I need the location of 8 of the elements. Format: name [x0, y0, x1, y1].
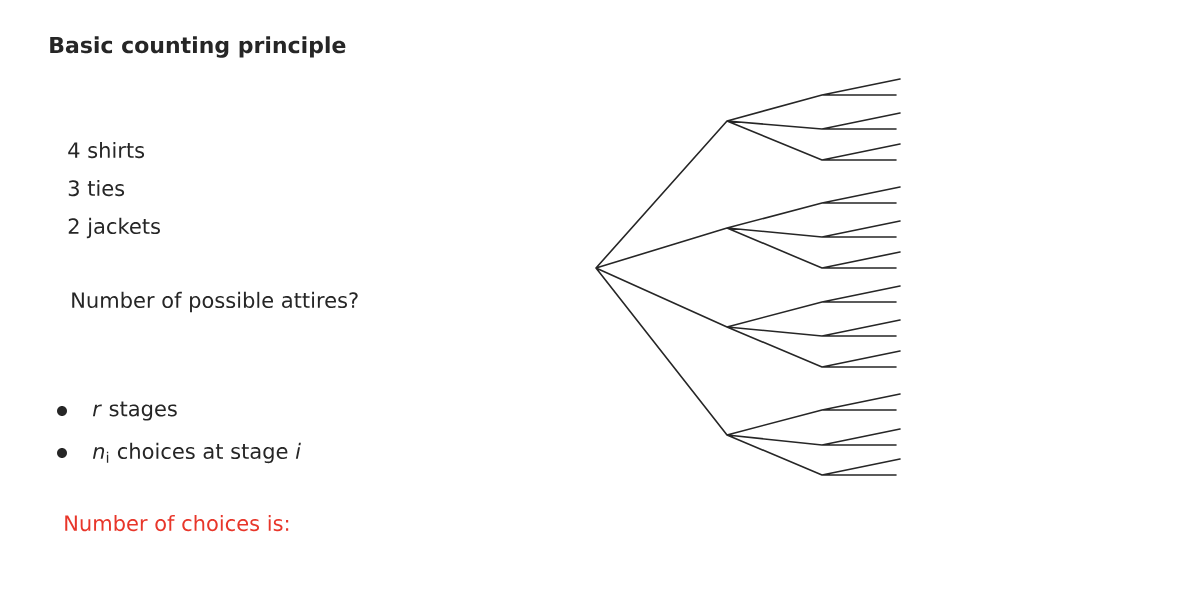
text-line: 2 jackets — [68, 217, 160, 239]
text-line: Number of possible attires? — [72, 291, 358, 313]
bullet-text: n$_{i}$ choices at stage i — [92, 442, 301, 464]
highlighted-text: Number of choices is: — [65, 514, 289, 532]
title: Basic counting principle — [50, 36, 346, 58]
text-line: 4 shirts — [68, 141, 145, 159]
text-line: 3 ties — [68, 179, 125, 197]
bullet-text: r stages — [92, 401, 177, 421]
